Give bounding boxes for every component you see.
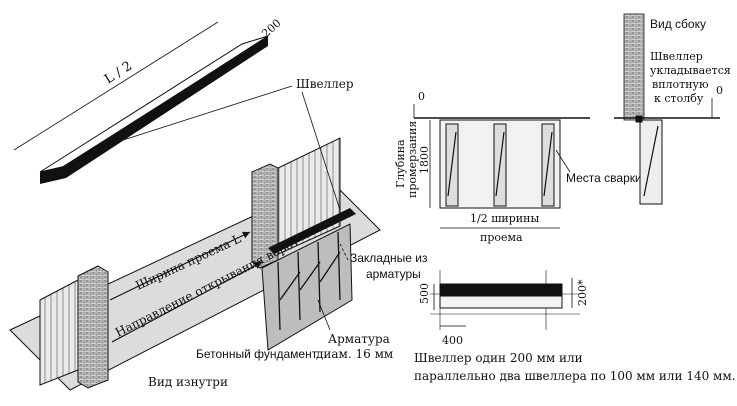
embedded-parts-label-1: Закладные из	[350, 251, 428, 265]
brick-post-right	[251, 163, 279, 269]
channel-on-foundation	[268, 208, 356, 254]
fence-panel-left	[39, 279, 79, 386]
embedded-leader-line	[337, 239, 349, 261]
channel-cross-section	[430, 270, 580, 330]
brick-post-left	[77, 265, 109, 389]
weld-points-label: Места сварки	[566, 171, 642, 185]
channel-label: Швеллер	[296, 77, 354, 91]
opening-width-arrow	[109, 231, 251, 301]
zero-level-left: 0	[418, 90, 425, 103]
channel-flush-label-1: Швеллер	[650, 50, 703, 63]
rebar-label-1: Арматура	[328, 332, 390, 346]
rebar-leader-line	[317, 299, 331, 331]
frost-depth-value: 1800	[418, 146, 431, 174]
rebar-cage	[277, 231, 341, 331]
channel-flush-label-4: к столбу	[654, 92, 704, 105]
side-view-post	[623, 13, 645, 121]
frost-depth-section	[414, 117, 590, 229]
channel-flush-label-3: вплотную	[652, 78, 709, 91]
half-width-label-1: 1/2 ширины	[470, 212, 539, 225]
opening-direction-arrow	[111, 261, 263, 343]
dim-500: 500	[418, 283, 431, 304]
dim-200: 200*	[576, 279, 589, 306]
concrete-foundation-block	[261, 223, 353, 351]
concrete-foundation-label: Бетонный фундамент	[196, 347, 318, 361]
channel-beam	[39, 35, 269, 173]
frost-depth-label-1: Глубина	[394, 139, 407, 188]
embedded-parts-label-2: арматуры	[366, 267, 421, 281]
beam-length-label: L / 2	[102, 59, 135, 88]
channel-leader-line-2	[301, 91, 341, 211]
side-view-label: Вид сбоку	[650, 17, 706, 31]
frost-depth-label-2: промерзания	[406, 121, 419, 198]
zero-level-right: 0	[716, 84, 723, 97]
half-width-label-2: проема	[480, 231, 523, 244]
rebar-label-2: диам. 16 мм	[316, 347, 393, 361]
beam-length-dim-line	[13, 21, 219, 151]
footnote-line-1: Швеллер один 200 мм или	[414, 351, 583, 365]
beam-width-label: 200	[259, 17, 283, 41]
channel-beam-black-top	[60, 36, 268, 178]
channel-beam-black-face	[40, 166, 66, 184]
side-view-foundation	[614, 115, 720, 205]
footnote-line-2: параллельно два швеллера по 100 мм или 1…	[414, 369, 736, 383]
channel-flush-label-2: укладывается	[650, 64, 731, 77]
weld-points-leader	[555, 149, 571, 173]
inside-view-label: Вид изнутри	[148, 375, 228, 389]
channel-leader-line	[91, 85, 293, 151]
dim-400: 400	[442, 334, 463, 347]
